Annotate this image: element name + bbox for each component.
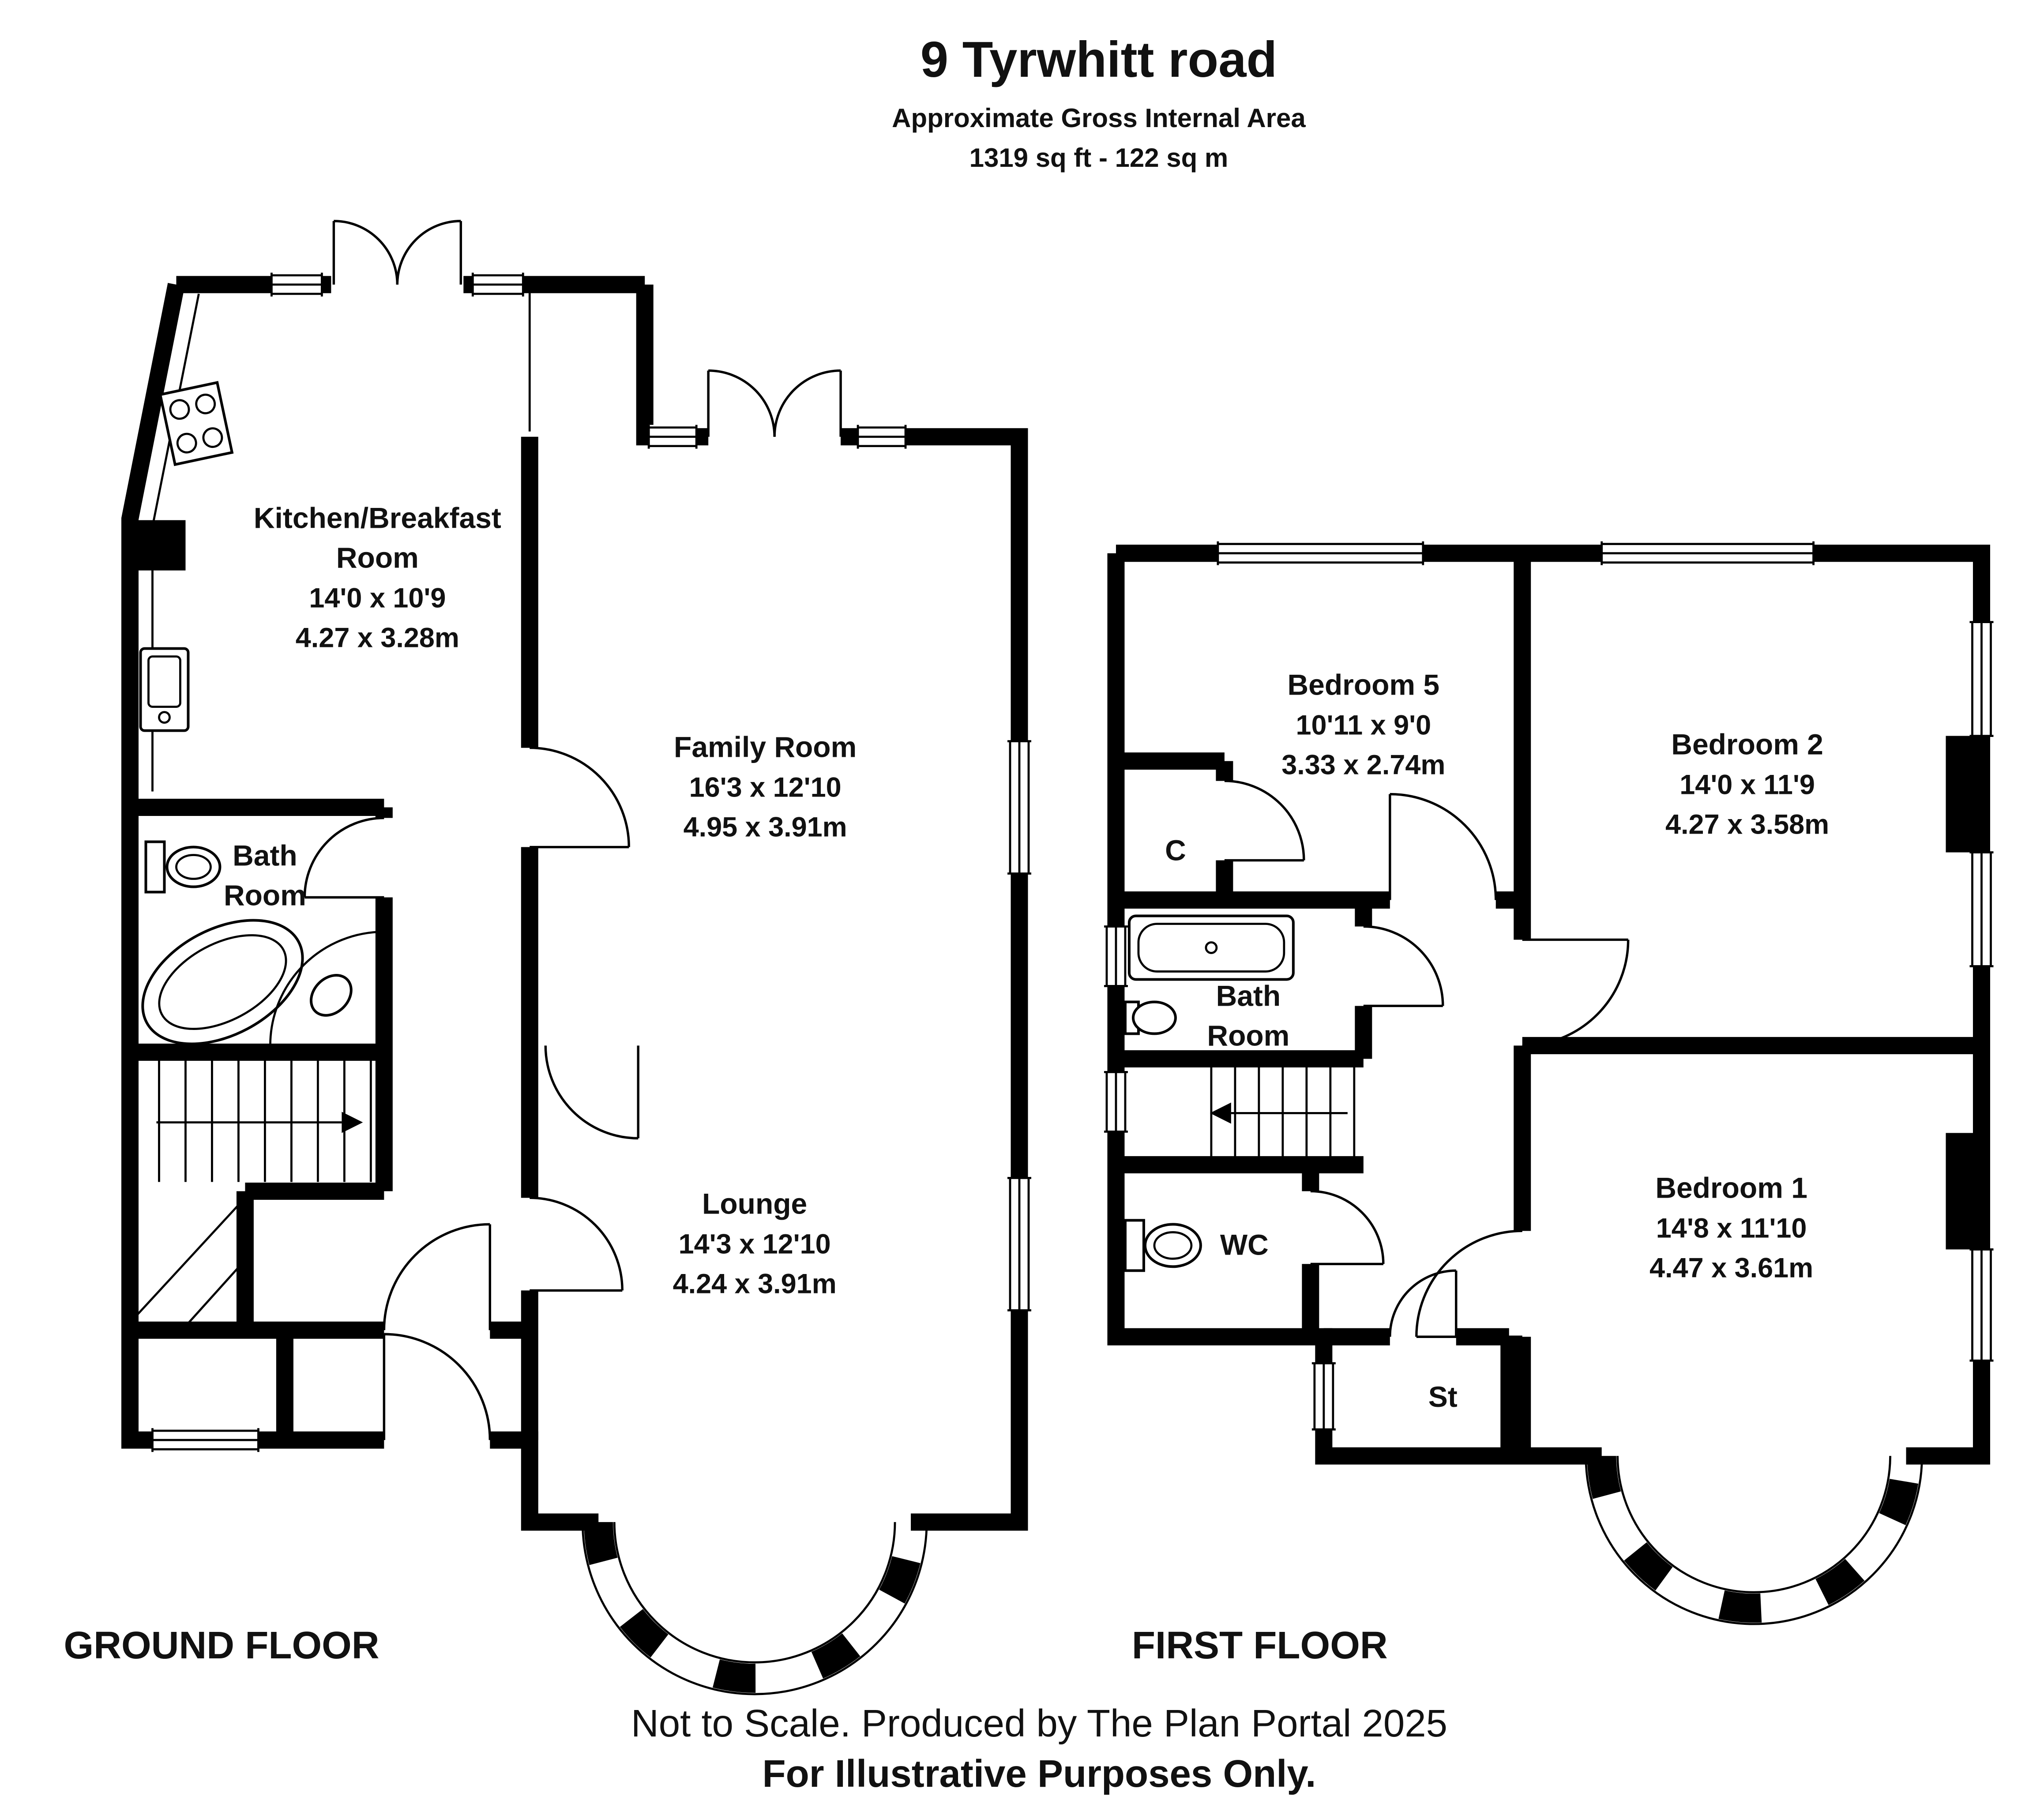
kitchen-dim-imperial: 14'0 x 10'9 — [309, 583, 446, 614]
bath-ground-line2: Room — [224, 879, 306, 911]
door-hall-lounge-icon — [530, 1196, 624, 1292]
bath-ground-line1: Bath — [233, 839, 297, 872]
window-bedroom2-right-lower-icon — [1969, 851, 1994, 967]
kitchen-chimney-pier — [122, 520, 186, 571]
front-door-icon — [383, 1333, 491, 1440]
room-label-family: Family Room 16'3 x 12'10 4.95 x 3.91m — [674, 731, 857, 843]
stairs-first-icon — [1210, 1063, 1356, 1161]
door-wc-icon — [1310, 1190, 1385, 1265]
window-porch-icon — [151, 1428, 259, 1452]
washbasin-ff-icon — [1123, 1000, 1177, 1035]
kitchen-dim-metric: 4.27 x 3.28m — [296, 623, 459, 654]
lounge-dim-imperial: 14'3 x 12'10 — [679, 1229, 831, 1259]
first-floor-title: FIRST FLOOR — [1132, 1624, 1388, 1667]
room-label-bedroom1: Bedroom 1 14'8 x 11'10 4.47 x 3.61m — [1649, 1171, 1813, 1283]
window-family-top-right-icon — [857, 425, 907, 449]
door-bath-ff-icon — [1363, 925, 1444, 1007]
window-kitchen-top-left-icon — [271, 272, 323, 297]
door-bathroom-ground-icon — [303, 816, 384, 899]
page-subtitle: Approximate Gross Internal Area — [892, 103, 1306, 133]
kitchen-name-line1: Kitchen/Breakfast — [254, 502, 501, 534]
bath-ff-line2: Room — [1207, 1019, 1289, 1052]
washbasin-icon — [309, 974, 353, 1017]
bedroom1-chimney-pier — [1946, 1133, 1990, 1250]
first-floor-plan: Bedroom 5 10'11 x 9'0 3.33 x 2.74m Bedro… — [1104, 541, 1994, 1625]
bedroom1-dim-metric: 4.47 x 3.61m — [1649, 1252, 1813, 1283]
lounge-bay-window-icon — [581, 1522, 928, 1695]
bedroom2-dim-metric: 4.27 x 3.58m — [1665, 809, 1829, 840]
window-bedroom5-top-icon — [1217, 541, 1424, 565]
door-closet-icon — [1224, 779, 1305, 862]
window-kitchen-top-right-icon — [471, 272, 524, 297]
bedroom1-bay-window-icon — [1585, 1456, 1923, 1625]
ground-floor-title: GROUND FLOOR — [64, 1624, 379, 1667]
door-storage-icon — [1389, 1269, 1458, 1337]
bedroom5-name: Bedroom 5 — [1288, 669, 1440, 701]
toilet-icon — [144, 840, 222, 894]
bathtub-icon — [141, 919, 304, 1045]
door-family-lounge-icon — [544, 1045, 639, 1140]
family-dim-imperial: 16'3 x 12'10 — [689, 772, 842, 803]
door-kitchen-family-icon — [530, 746, 630, 849]
kitchen-name-line2: Room — [336, 541, 419, 574]
room-label-bath-ff: Bath Room — [1207, 979, 1289, 1052]
bedroom5-dim-metric: 3.33 x 2.74m — [1281, 750, 1445, 781]
storage-label: St — [1428, 1380, 1458, 1413]
room-label-bedroom2: Bedroom 2 14'0 x 11'9 4.27 x 3.58m — [1665, 728, 1829, 840]
page-area: 1319 sq ft - 122 sq m — [969, 143, 1229, 173]
window-family-right-icon — [1007, 740, 1031, 875]
door-bedroom1-icon — [1415, 1229, 1522, 1338]
header: 9 Tyrwhitt road Approximate Gross Intern… — [892, 32, 1306, 173]
window-stairs-ff-icon — [1104, 1071, 1128, 1133]
family-name: Family Room — [674, 731, 857, 763]
bath-ff-line1: Bath — [1216, 979, 1281, 1012]
lounge-dim-metric: 4.24 x 3.91m — [673, 1268, 837, 1299]
ground-floor-plan: Kitchen/Breakfast Room 14'0 x 10'9 4.27 … — [121, 220, 1031, 1695]
closet-label: C — [1165, 834, 1186, 867]
ground-floor-outer-walls — [121, 276, 1028, 1531]
window-bedroom2-top-icon — [1601, 541, 1815, 565]
bedroom2-name: Bedroom 2 — [1671, 728, 1823, 761]
bathtub-ff-icon — [1127, 914, 1295, 981]
vanity-counter-line — [269, 931, 384, 1046]
stairs-ground-icon — [134, 1059, 372, 1327]
window-lounge-right-icon — [1007, 1176, 1031, 1312]
door-bedroom5-icon — [1389, 793, 1497, 900]
bedroom1-dim-imperial: 14'8 x 11'10 — [1656, 1213, 1807, 1244]
bedroom2-dim-imperial: 14'0 x 11'9 — [1680, 770, 1815, 801]
footer-disclaimer: Not to Scale. Produced by The Plan Porta… — [631, 1702, 1447, 1745]
window-storage-side-icon — [1311, 1362, 1336, 1431]
window-bedroom1-right-icon — [1969, 1248, 1994, 1362]
door-bedroom2-icon — [1522, 938, 1630, 1047]
footer: Not to Scale. Produced by The Plan Porta… — [631, 1702, 1447, 1795]
window-bedroom2-right-upper-icon — [1969, 621, 1994, 737]
footer-illustrative-note: For Illustrative Purposes Only. — [763, 1752, 1316, 1795]
room-label-lounge: Lounge 14'3 x 12'10 4.24 x 3.91m — [673, 1187, 837, 1299]
family-dim-metric: 4.95 x 3.91m — [684, 812, 847, 843]
door-inner-entry-icon — [383, 1223, 491, 1330]
bedroom5-dim-imperial: 10'11 x 9'0 — [1296, 710, 1432, 741]
room-label-bedroom5: Bedroom 5 10'11 x 9'0 3.33 x 2.74m — [1281, 669, 1445, 781]
bedroom2-chimney-pier — [1946, 736, 1990, 853]
stove-icon — [158, 381, 234, 466]
room-label-kitchen: Kitchen/Breakfast Room 14'0 x 10'9 4.27 … — [254, 502, 501, 654]
kitchen-sink-icon — [139, 647, 190, 732]
page-title: 9 Tyrwhitt road — [921, 32, 1277, 88]
window-family-top-left-icon — [647, 425, 698, 449]
wc-label: WC — [1220, 1228, 1269, 1261]
bedroom1-name: Bedroom 1 — [1655, 1171, 1807, 1204]
lounge-name: Lounge — [702, 1187, 807, 1220]
window-bath-ff-icon — [1104, 925, 1128, 987]
french-door-family-icon — [707, 369, 842, 437]
room-label-bath-ground: Bath Room — [224, 839, 306, 912]
french-door-kitchen-icon — [332, 220, 462, 285]
toilet-ff-icon — [1123, 1219, 1202, 1272]
